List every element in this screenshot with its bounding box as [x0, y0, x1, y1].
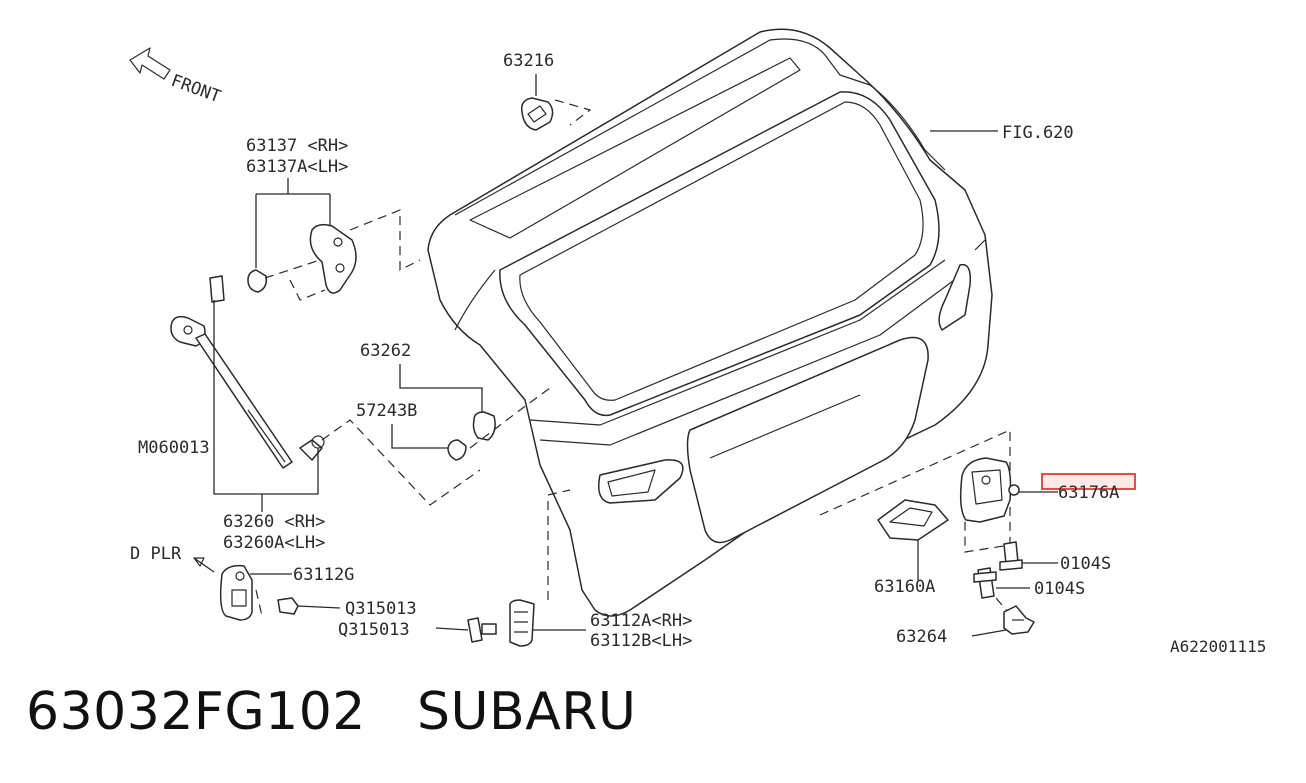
label-57243b: 57243B: [356, 401, 417, 421]
striker-63112a: [509, 599, 535, 647]
label-q315013-upper: Q315013: [345, 599, 417, 619]
label-63137: 63137 <RH>: [246, 136, 348, 156]
label-63160a: 63160A: [874, 577, 935, 597]
label-0104s-lower: 0104S: [1034, 579, 1085, 599]
label-fig620: FIG.620: [1002, 123, 1074, 143]
bolt-q315013-lower: [467, 617, 497, 643]
front-label: FRONT: [168, 71, 223, 107]
label-q315013-lower: Q315013: [338, 620, 410, 640]
bolt-q315013-upper: [277, 597, 341, 615]
front-arrow-icon: [129, 47, 171, 80]
caption: 63032FG102 SUBARU: [26, 682, 637, 742]
bracket-63264: [1003, 605, 1035, 635]
label-63112a: 63112A<RH>: [590, 611, 692, 631]
hinge-63137: [247, 223, 357, 294]
label-dplr: D PLR: [130, 544, 182, 564]
handle-63160a: [877, 499, 949, 541]
grommet-63216: [520, 97, 554, 131]
bolt-0104s-lower: [973, 567, 997, 599]
label-63176a: 63176A: [1058, 483, 1119, 503]
highlight-box[interactable]: [1041, 473, 1136, 490]
part-number: 63032FG102: [26, 682, 366, 742]
tailgate-panel: [427, 28, 993, 617]
label-63216: 63216: [503, 51, 554, 71]
label-63264: 63264: [896, 627, 947, 647]
label-63112g: 63112G: [293, 565, 354, 585]
label-63137a: 63137A<LH>: [246, 157, 348, 177]
label-63262: 63262: [360, 341, 411, 361]
label-0104s-upper: 0104S: [1060, 554, 1111, 574]
label-m060013: M060013: [138, 438, 210, 458]
label-63260a: 63260A<LH>: [223, 533, 325, 553]
gas-strut-63260: [170, 275, 325, 469]
bumper-63262: [447, 411, 496, 461]
latch-63176a: [959, 457, 1020, 523]
diagram-reference-code: A622001115: [1170, 637, 1266, 656]
bolt-0104s-upper: [999, 541, 1023, 571]
label-63112b: 63112B<LH>: [590, 631, 692, 651]
striker-63112g: [219, 564, 253, 621]
label-63260: 63260 <RH>: [223, 512, 325, 532]
brand-name: SUBARU: [416, 682, 637, 742]
